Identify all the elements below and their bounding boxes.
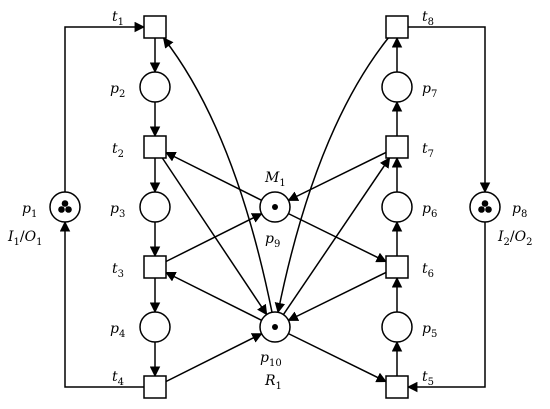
token-p1-0 (61, 200, 69, 207)
token-p10-0 (272, 324, 278, 330)
label-t4: t4 (112, 369, 124, 388)
place-p3 (139, 191, 171, 223)
arc-p10-to-t3 (165, 271, 262, 321)
place-p7 (381, 71, 413, 103)
place-p4 (139, 311, 171, 343)
transition-t2 (143, 135, 167, 159)
arc-t4-to-p1 (59, 220, 144, 388)
arc-t7-to-p9 (287, 151, 387, 202)
arc-p9-to-t6 (288, 212, 387, 263)
place-p1-circle (49, 191, 81, 223)
arc-t8-to-p8 (408, 26, 491, 194)
resource-label-p9: M1 (264, 170, 286, 189)
place-p7-circle (381, 71, 413, 103)
arc-p10-to-t1 (162, 37, 273, 313)
io-label-p8: I2/O2 (497, 229, 532, 248)
token-p8-1 (478, 206, 485, 213)
resource-label-p10: R1 (264, 373, 282, 392)
arc-t8-to-p10 (274, 37, 389, 314)
arc-t2-to-p10 (161, 157, 268, 316)
place-p6-circle (381, 191, 413, 223)
transition-t3 (143, 255, 167, 279)
token-p8-2 (485, 206, 492, 213)
label-t5: t5 (422, 369, 434, 388)
place-p3-circle (139, 191, 171, 223)
label-t8: t8 (422, 9, 434, 28)
label-p10: p10 (260, 350, 282, 369)
label-t7: t7 (422, 141, 434, 160)
io-label-p1: I1/O1 (7, 229, 42, 248)
token-p8-0 (481, 200, 489, 207)
arcs (59, 21, 491, 393)
label-t6: t6 (422, 261, 434, 280)
arc-p8-to-t5 (406, 222, 486, 393)
place-p4-circle (139, 311, 171, 343)
transition-t8 (385, 15, 409, 39)
arc-t6-to-p10 (287, 271, 387, 322)
arc-p10-to-t5 (288, 332, 387, 383)
token-p1-1 (58, 206, 65, 213)
label-p4: p4 (110, 321, 125, 340)
label-p5: p5 (422, 321, 437, 340)
arc-p9-to-t2 (165, 151, 262, 201)
place-p5-circle (381, 311, 413, 343)
place-p10 (259, 311, 291, 343)
place-p1 (49, 191, 81, 223)
arc-p1-to-t1 (64, 21, 146, 192)
label-p8: p8 (512, 201, 527, 220)
label-p2: p2 (110, 81, 125, 100)
nodes (49, 15, 501, 399)
place-p5 (381, 311, 413, 343)
label-t2: t2 (112, 141, 124, 160)
place-p2 (139, 71, 171, 103)
token-p9-0 (272, 204, 278, 210)
arc-t3-to-p9 (165, 213, 263, 263)
place-p8-circle (469, 191, 501, 223)
transition-t5 (385, 375, 409, 399)
label-t3: t3 (112, 261, 124, 280)
place-p6 (381, 191, 413, 223)
transition-t6 (385, 255, 409, 279)
transition-t7 (385, 135, 409, 159)
label-p7: p7 (422, 81, 437, 100)
label-t1: t1 (112, 9, 124, 28)
label-p3: p3 (110, 201, 125, 220)
place-p2-circle (139, 71, 171, 103)
arc-t4-to-p10 (165, 333, 263, 383)
label-p6: p6 (422, 201, 437, 220)
place-p9 (259, 191, 291, 223)
place-p8 (469, 191, 501, 223)
transition-t1 (143, 15, 167, 39)
label-p9: p9 (265, 231, 280, 250)
arc-p10-to-t7 (282, 157, 391, 316)
token-p1-2 (65, 206, 72, 213)
transition-t4 (143, 375, 167, 399)
label-p1: p1 (22, 201, 37, 220)
